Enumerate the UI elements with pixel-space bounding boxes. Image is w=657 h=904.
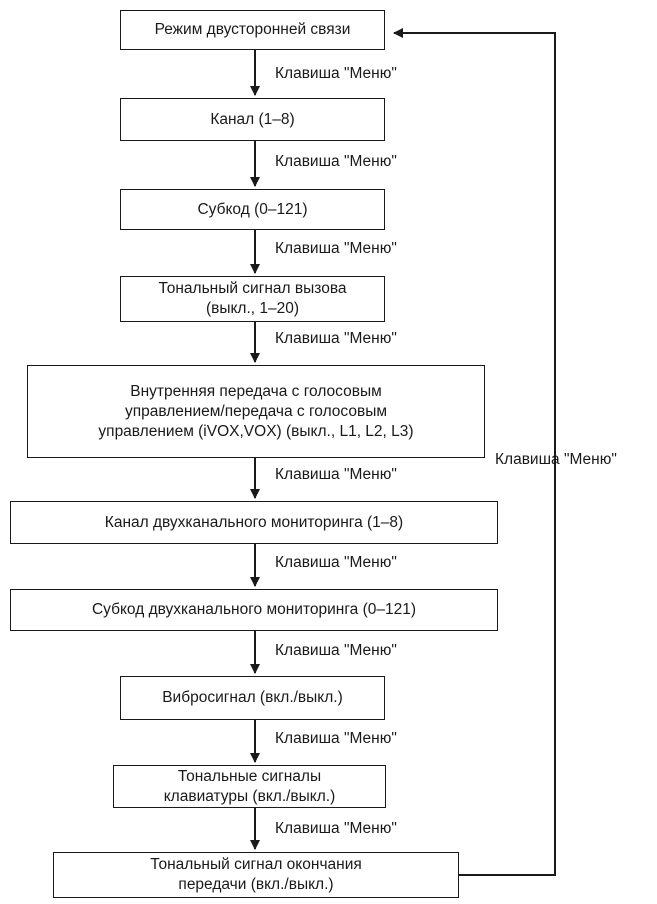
node-call-tone-line-1: Тональный сигнал вызова — [158, 280, 347, 297]
node-duplex-mode-line-1: Режим двусторонней связи — [154, 21, 351, 38]
edge-label-8: Клавиша "Меню" — [275, 730, 397, 747]
node-vox: Внутренняя передача с голосовым управлени… — [27, 365, 485, 458]
node-key-tones-line-2: клавиатуры (вкл./выкл.) — [163, 787, 336, 805]
node-call-tone: Тональный сигнал вызова (выкл., 1–20) — [120, 276, 385, 322]
node-vox-line-2: управлением/передача с голосовым — [124, 402, 388, 420]
node-subcode: Субкод (0–121) — [120, 189, 385, 230]
edge-label-9: Клавиша "Меню" — [275, 820, 397, 837]
node-tx-end-tone-line-1: Тональный сигнал окончания — [150, 856, 362, 873]
edge-label-7: Клавиша "Меню" — [275, 642, 397, 659]
edge-label-4: Клавиша "Меню" — [275, 330, 397, 347]
node-vibrate: Вибросигнал (вкл./выкл.) — [120, 676, 385, 720]
node-tx-end-tone-line-2: передачи (вкл./выкл.) — [178, 876, 334, 893]
node-dual-watch-subcode-line-1: Субкод двухканального мониторинга (0–121… — [91, 601, 417, 618]
node-vibrate-line-1: Вибросигнал (вкл./выкл.) — [162, 689, 343, 706]
return-arrow — [393, 28, 556, 876]
node-channel-line-1: Канал (1–8) — [210, 110, 295, 128]
edge-label-1: Клавиша "Меню" — [275, 65, 397, 82]
node-dual-watch-channel: Канал двухканального мониторинга (1–8) — [10, 501, 498, 544]
edge-label-3: Клавиша "Меню" — [275, 240, 397, 257]
node-key-tones-line-1: Тональные сигналы — [177, 767, 322, 785]
edge-label-5: Клавиша "Меню" — [275, 466, 397, 483]
node-dual-watch-channel-line-1: Канал двухканального мониторинга (1–8) — [104, 513, 404, 531]
edge-label-2: Клавиша "Меню" — [275, 153, 397, 170]
node-dual-watch-subcode: Субкод двухканального мониторинга (0–121… — [10, 589, 498, 631]
node-channel: Канал (1–8) — [120, 98, 385, 141]
node-subcode-line-1: Субкод (0–121) — [197, 200, 308, 218]
return-label: Клавиша "Меню" — [495, 451, 617, 468]
node-tx-end-tone: Тональный сигнал окончания передачи (вкл.… — [53, 852, 459, 898]
node-key-tones: Тональные сигналы клавиатуры (вкл./выкл.) — [113, 765, 386, 808]
edge-label-6: Клавиша "Меню" — [275, 554, 397, 571]
node-vox-line-1: Внутренняя передача с голосовым — [130, 382, 382, 400]
node-duplex-mode: Режим двусторонней связи — [120, 10, 385, 50]
node-vox-line-3: управлением (iVOX,VOX) (выкл., L1, L2, L… — [98, 422, 414, 440]
node-call-tone-line-2: (выкл., 1–20) — [205, 300, 300, 317]
